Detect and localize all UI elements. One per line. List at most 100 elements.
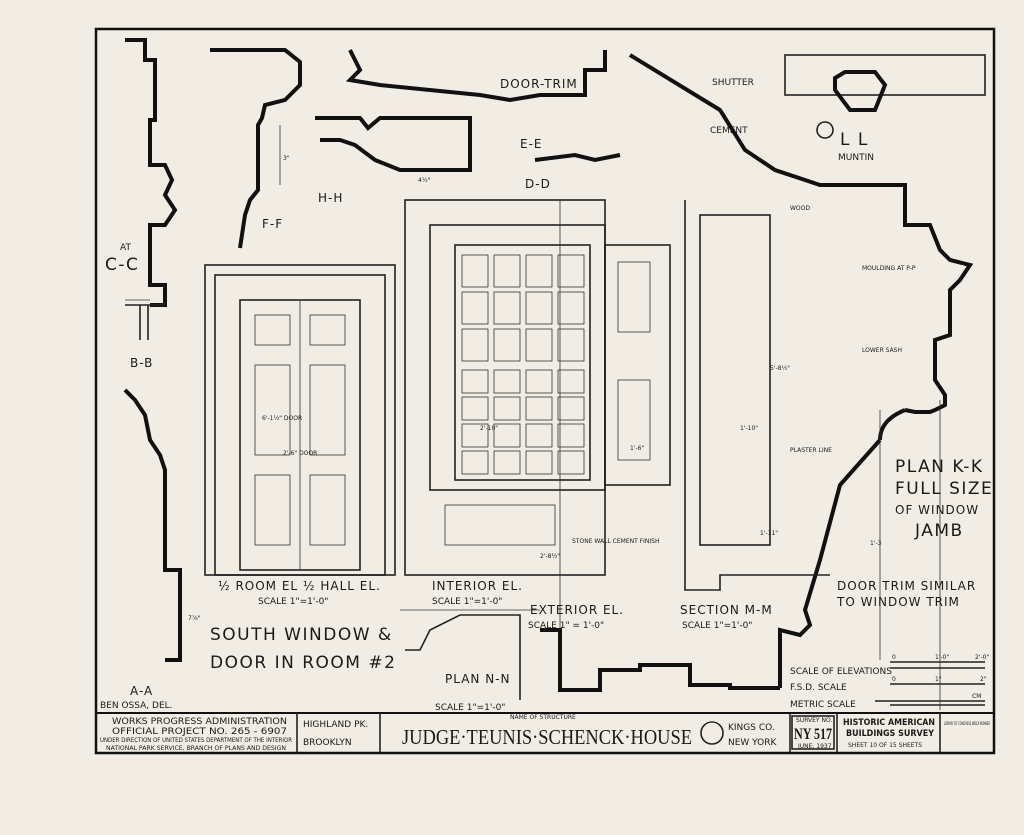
label-stone-wall: STONE WALL CEMENT FINISH — [572, 538, 660, 545]
agency-line-4: NATIONAL PARK SERVICE, BRANCH OF PLANS A… — [106, 745, 286, 752]
window-pane — [525, 254, 553, 288]
scale-tick: 0 — [892, 676, 896, 683]
profile-hh — [315, 49, 621, 172]
sheet-number: SHEET 10 OF 15 SHEETS — [848, 742, 922, 749]
view-exterior-el: EXTERIOR EL. — [530, 603, 624, 617]
sheet-border — [94, 27, 996, 755]
view-exterior-scale: SCALE 1" = 1'-0" — [528, 621, 604, 631]
label-dd: D-D — [525, 177, 551, 191]
label-hh: H-H — [318, 191, 343, 205]
window-pane — [493, 396, 521, 421]
window-pane — [525, 423, 553, 448]
view-room-hall-scale: SCALE 1"=1'-0" — [258, 597, 328, 607]
label-bb: B-B — [130, 356, 153, 370]
state: NEW YORK — [728, 738, 778, 748]
window-pane — [557, 254, 585, 288]
window-pane — [557, 369, 585, 394]
scale-fsd-label: F.S.D. SCALE — [790, 683, 847, 693]
window-pane — [493, 450, 521, 475]
window-pane — [461, 423, 489, 448]
dim: 2'-10" — [480, 425, 498, 432]
habs-line-2: BUILDINGS SURVEY — [846, 729, 934, 739]
habs-line-1: HISTORIC AMERICAN — [843, 718, 935, 728]
label-ee: E-E — [520, 137, 543, 151]
dim: 1'-3 — [870, 540, 882, 547]
view-plan-nn: PLAN N-N — [445, 672, 510, 686]
view-plan-nn-scale: SCALE 1"=1'-0" — [435, 703, 505, 713]
window-pane — [461, 369, 489, 394]
profile-ff — [210, 48, 302, 249]
window-pane — [525, 396, 553, 421]
title-block-frame — [296, 713, 941, 753]
door-trim-note-1: DOOR TRIM SIMILAR — [837, 579, 976, 593]
survey-date: JUNE, 1937 — [797, 743, 832, 750]
label-ff: F-F — [262, 217, 283, 231]
view-room-hall-el: ½ ROOM EL ½ HALL EL. — [218, 579, 381, 593]
window-pane — [557, 450, 585, 475]
window-pane — [493, 254, 521, 288]
location-1: HIGHLAND PK. — [303, 720, 368, 730]
label-aa: A-A — [130, 684, 153, 698]
window-pane — [557, 396, 585, 421]
delineator: BEN OSSA, DEL. — [100, 701, 173, 711]
view-interior-scale: SCALE 1"=1'-0" — [432, 597, 502, 607]
window-pane — [493, 423, 521, 448]
scale-tick: 2" — [980, 676, 987, 683]
dim: 3" — [283, 155, 290, 162]
label-shutter: SHUTTER — [712, 78, 754, 88]
window-pane — [493, 291, 521, 325]
scale-metric-unit: CM — [972, 693, 981, 700]
agency-line-3: UNDER DIRECTION OF UNITED STATES DEPARTM… — [100, 737, 292, 744]
plan-kk-title-1: PLAN K-K — [895, 457, 984, 477]
section-mm — [400, 200, 830, 700]
dim: 1'-11" — [760, 530, 778, 537]
label-moulding-pp: MOULDING AT P-P — [862, 265, 916, 272]
agency-line-1: WORKS PROGRESS ADMINISTRATION — [112, 717, 287, 727]
window-pane — [525, 328, 553, 362]
label-muntin: MUNTIN — [838, 153, 874, 163]
door-elevation — [204, 264, 396, 576]
agency-line-2: OFFICIAL PROJECT NO. 265 - 6907 — [112, 727, 287, 737]
scale-tick: 1'-0" — [935, 654, 949, 661]
dim: 1'-6" — [630, 445, 644, 452]
label-lower-sash: LOWER SASH — [862, 347, 902, 354]
plan-kk-title-3: OF WINDOW — [895, 503, 979, 517]
view-section-scale: SCALE 1"=1'-0" — [682, 621, 752, 631]
window-pane — [557, 423, 585, 448]
location-2: BROOKLYN — [303, 738, 352, 748]
label-door-trim: DOOR-TRIM — [500, 77, 578, 91]
label-cement: CEMENT — [710, 126, 748, 136]
view-section-mm: SECTION M-M — [680, 603, 773, 617]
dim: 5'-8½" — [770, 365, 790, 372]
window-pane — [493, 369, 521, 394]
sheet-heading-2: DOOR IN ROOM #2 — [210, 653, 396, 673]
name-of-structure-label: NAME OF STRUCTURE — [510, 714, 576, 721]
window-pane — [461, 254, 489, 288]
scale-tick: 0 — [892, 654, 896, 661]
library-index: LIBRARY OF CONGRESS INDEX NUMBER — [944, 721, 990, 726]
window-pane — [557, 328, 585, 362]
dim: 4½" — [418, 177, 431, 184]
window-pane — [557, 291, 585, 325]
dim: 2'-8½" — [540, 553, 560, 560]
window-pane — [525, 369, 553, 394]
survey-label: SURVEY NO. — [796, 717, 832, 724]
dim: 6'-1½" DOOR — [262, 415, 302, 422]
structure-name: JUDGE·TEUNIS·SCHENCK·HOUSE — [402, 725, 692, 749]
dim: 2'-6" DOOR — [283, 450, 317, 457]
sheet-heading-1: SOUTH WINDOW & — [210, 625, 393, 645]
scale-metric-label: METRIC SCALE — [790, 700, 856, 710]
window-pane — [525, 450, 553, 475]
plan-kk-title-4: JAMB — [914, 521, 964, 541]
survey-number: NY 517 — [794, 726, 832, 743]
label-ll: L L — [840, 130, 869, 150]
plan-kk-title-2: FULL SIZE — [895, 479, 993, 499]
profile-aa-bb-cc — [123, 38, 182, 662]
view-interior-el: INTERIOR EL. — [432, 579, 523, 593]
dim: 1'-10" — [740, 425, 758, 432]
label-cc-at: AT — [120, 243, 131, 253]
label-plaster-line: PLASTER LINE — [790, 447, 832, 454]
scale-elevations-label: SCALE OF ELEVATIONS — [790, 667, 892, 677]
